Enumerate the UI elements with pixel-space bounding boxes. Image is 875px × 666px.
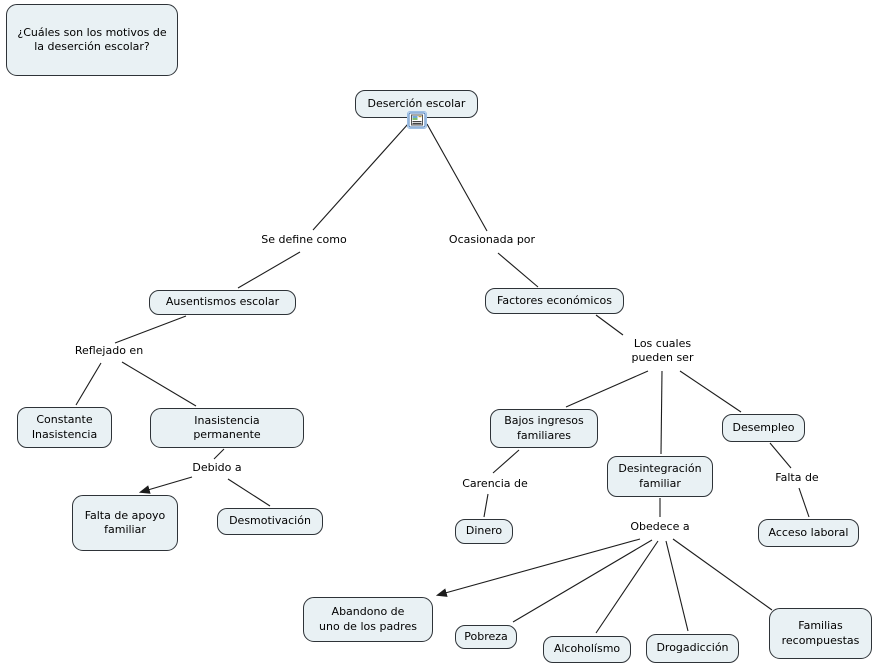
connector-line [483,493,489,518]
concept-alcoholismo[interactable]: Alcoholísmo [543,636,631,663]
connector-line [227,478,271,507]
connector-line [512,539,653,623]
connector-line [497,252,539,288]
concept-desempleo[interactable]: Desempleo [722,414,805,442]
connector-arrow [435,538,641,597]
concept-bajos-ingresos-familiares[interactable]: Bajos ingresos familiares [490,409,598,448]
concept-factores-economicos[interactable]: Factores económicos [485,288,624,314]
connector-line [121,361,197,407]
connector-line [665,540,689,632]
connector-line [492,449,520,474]
connector-line [769,442,792,469]
link-phrase-debido-a[interactable]: Debido a [187,461,247,476]
concept-inasistencia-permanente[interactable]: Inasistencia permanente [150,408,304,448]
resource-icon[interactable] [407,111,427,129]
concept-falta-apoyo-familiar[interactable]: Falta de apoyo familiar [72,495,178,551]
concept-constante-inasistencia[interactable]: Constante Inasistencia [17,407,112,448]
connector-line [237,251,301,289]
link-phrase-carencia-de[interactable]: Carencia de [446,477,544,492]
connector-line [114,315,187,344]
link-phrase-se-define-como[interactable]: Se define como [255,233,353,248]
concept-abandono-uno-de-los-padres[interactable]: Abandono de uno de los padres [303,597,433,642]
link-phrase-reflejado-en[interactable]: Reflejado en [67,344,151,359]
connector-line [672,538,773,611]
focus-question-box[interactable]: ¿Cuáles son los motivos de la deserción … [6,4,178,76]
concept-ausentismos-escolar[interactable]: Ausentismos escolar [149,290,296,315]
connector-line [798,487,810,518]
connector-line [75,362,102,406]
connector-line [660,370,663,455]
link-phrase-los-cuales-pueden-ser[interactable]: Los cuales pueden ser [620,337,705,366]
concept-pobreza[interactable]: Pobreza [455,625,517,649]
concept-familias-recompuestas[interactable]: Familias recompuestas [769,608,872,659]
concept-dinero[interactable]: Dinero [455,519,513,544]
concept-acceso-laboral[interactable]: Acceso laboral [758,519,859,547]
concept-desintegracion-familiar[interactable]: Desintegración familiar [607,456,713,497]
connector-line [426,123,488,232]
connector-line [595,314,624,336]
connector-line [595,540,659,634]
connector-line [312,123,409,231]
link-phrase-falta-de[interactable]: Falta de [768,471,826,486]
connector-line [565,370,649,408]
concept-desercion-escolar[interactable]: Deserción escolar [355,90,478,118]
connector-line [213,448,225,460]
connector-arrow [138,476,193,494]
concept-desmotivacion[interactable]: Desmotivación [217,508,323,535]
concept-drogadiccion[interactable]: Drogadicción [646,634,739,663]
link-phrase-obedece-a[interactable]: Obedece a [626,520,694,535]
link-phrase-ocasionada-por[interactable]: Ocasionada por [443,233,541,248]
connector-line [679,370,742,413]
